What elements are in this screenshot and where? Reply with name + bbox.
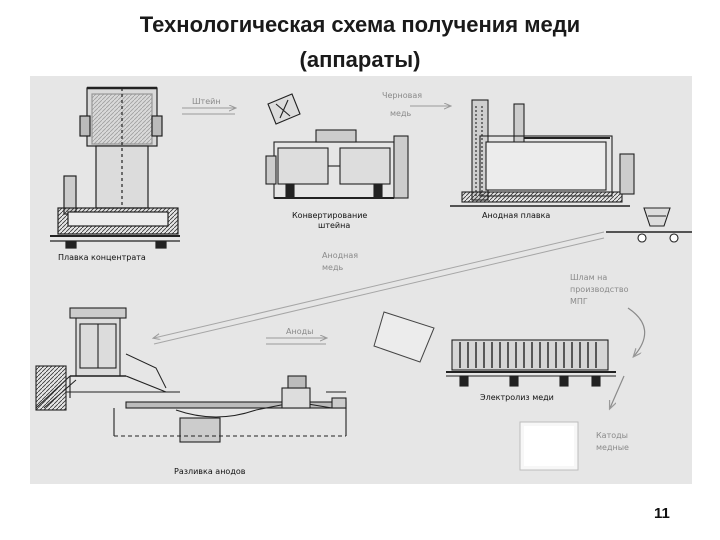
smelting-furnace — [50, 88, 180, 248]
label-shlam-1: Шлам на — [570, 273, 607, 282]
label-anodnaya-med-1: Анодная — [322, 251, 358, 260]
label-shteyn: Штейн — [192, 97, 221, 106]
label-anodnaya-med-2: медь — [322, 263, 343, 272]
ladle — [606, 208, 692, 242]
label-anody: Аноды — [286, 327, 313, 336]
converter — [266, 94, 408, 198]
electrolysis-bath — [446, 340, 616, 386]
label-katody-2: медные — [596, 443, 629, 452]
slide-title: Технологическая схема получения меди — [0, 12, 720, 38]
label-shlam-3: МПГ — [570, 297, 588, 306]
label-konvert-2: штейна — [318, 221, 350, 230]
label-katody-1: Катоды — [596, 431, 628, 440]
arrow-anode-copper — [154, 232, 604, 338]
anode-furnace — [450, 100, 634, 206]
label-elektroliz: Электролиз меди — [480, 393, 554, 402]
label-chernovaya-2: медь — [390, 109, 411, 118]
copper-cathodes — [520, 422, 578, 470]
label-chernovaya-1: Черновая — [382, 91, 422, 100]
label-konvert-1: Конвертирование — [292, 211, 367, 220]
label-razlivka: Разливка анодов — [174, 467, 246, 476]
process-diagram-svg: Плавка концентрата Штейн Конвертирование… — [30, 76, 692, 484]
process-diagram: Плавка концентрата Штейн Конвертирование… — [30, 76, 692, 484]
slide-subtitle: (аппараты) — [0, 47, 720, 73]
arrow-slime — [628, 308, 645, 356]
arrow-cathodes — [610, 376, 624, 408]
label-anodnaya-plavka: Анодная плавка — [482, 211, 550, 220]
label-shlam-2: производство — [570, 285, 629, 294]
anode-plate — [374, 312, 434, 362]
page-number: 11 — [654, 505, 670, 522]
label-plavka: Плавка концентрата — [58, 253, 146, 262]
